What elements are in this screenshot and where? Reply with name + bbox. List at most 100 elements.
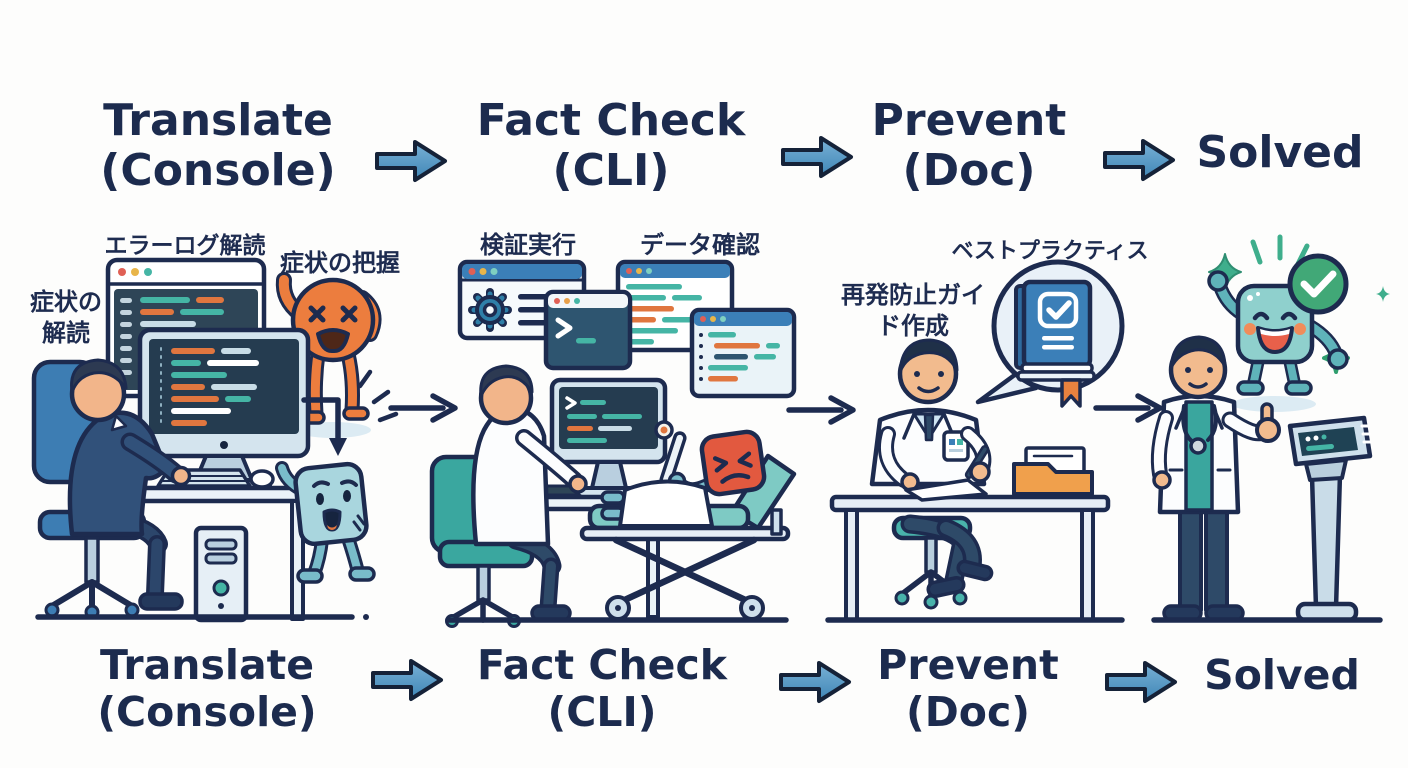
label-line: 症状の [30, 288, 102, 316]
pained-eyes [308, 305, 358, 323]
mid-arrow-icon [783, 392, 863, 428]
emphasis-dashes [357, 369, 399, 423]
mid-arrow-icon [1090, 390, 1170, 426]
checkmark-icon [1300, 270, 1337, 298]
step-label-line1: Prevent [871, 95, 1067, 146]
step-label-line1: Fact Check [476, 95, 746, 146]
developer [67, 358, 192, 611]
step-label-line2: (Doc) [902, 145, 1036, 197]
check-badge-icon [1287, 253, 1349, 315]
folder-icon [1012, 462, 1094, 496]
flow-arrow-icon [776, 658, 854, 706]
panel-translate-scene [0, 222, 420, 640]
step-label-line1: Fact Check [476, 641, 728, 689]
hair [479, 364, 534, 398]
kiosk-buttons [1360, 424, 1372, 444]
step-prevent-top: Prevent (Doc) [824, 95, 1114, 197]
stethoscope-icon [1181, 404, 1218, 455]
label-symptom-decode: 症状の 解読 [20, 287, 112, 348]
flow-arrow-icon [1100, 136, 1178, 184]
doctor-writing [869, 338, 994, 599]
label-data-check: データ確認 [640, 231, 760, 259]
code-lines [699, 332, 780, 382]
mouse [249, 469, 275, 489]
flow-arrow-icon [368, 656, 446, 704]
step-label-line2: (CLI) [552, 145, 670, 197]
crack-lines [352, 514, 366, 532]
hand [568, 474, 588, 494]
paper [904, 478, 988, 502]
hand [1207, 270, 1229, 292]
step-solved-bottom: Solved [1157, 652, 1407, 699]
necktie [923, 413, 935, 442]
label-verify-run: 検証実行 [480, 231, 576, 259]
open-mouth [322, 508, 342, 532]
doctor-standing [1150, 335, 1281, 622]
patient-chip-character [600, 420, 767, 528]
happy-chip-character [1207, 270, 1349, 412]
window-dot [144, 268, 152, 276]
window-dot [118, 268, 126, 276]
window-dot [131, 268, 139, 276]
panel-factcheck-scene [420, 222, 810, 640]
flow-arrow-icon [1102, 658, 1180, 706]
kiosk-stand [1287, 415, 1373, 623]
foot [600, 490, 626, 505]
flow-arrow-icon [778, 133, 856, 181]
worried-brows [312, 479, 358, 488]
step-label-line2: (CLI) [547, 687, 657, 736]
error-blob-character [275, 272, 382, 438]
step-factcheck-top: Fact Check (CLI) [461, 95, 761, 197]
step-translate-bottom: Translate (Console) [67, 642, 347, 735]
sparkle-icon [1376, 286, 1390, 302]
thermometer [654, 420, 687, 487]
step-label-line1: Translate [103, 95, 333, 146]
hand [1327, 348, 1349, 370]
blanket [618, 479, 714, 528]
step-label-line2: (Console) [100, 145, 336, 197]
pc-tower [193, 525, 249, 623]
hand [1152, 470, 1172, 490]
label-line: 解読 [42, 318, 90, 347]
mid-arrow-icon [385, 390, 465, 426]
step-factcheck-bottom: Fact Check (CLI) [452, 642, 752, 735]
thumbs-up [1255, 402, 1281, 443]
step-label-line1: Translate [99, 641, 315, 689]
smile [917, 386, 940, 394]
speech-bubble [975, 259, 1125, 408]
flow-arrow-icon [372, 137, 450, 185]
gear-icon [468, 288, 512, 332]
main-monitor [137, 327, 311, 492]
hair [898, 338, 959, 374]
checkmark-icon [1046, 300, 1072, 320]
step-translate-top: Translate (Console) [78, 95, 358, 197]
gurney-legs [612, 536, 758, 608]
wailing-mouth [316, 328, 350, 354]
chip-character-worried [275, 461, 376, 584]
bookmark-ribbon [1060, 378, 1082, 408]
hand [170, 465, 192, 487]
step-label-line1: Prevent [877, 641, 1059, 689]
panel-prevent-scene [810, 222, 1140, 640]
scrub-shirt [1184, 400, 1214, 512]
label-symptom-grasp: 症状の把握 [280, 249, 400, 277]
step-label-line1: Solved [1204, 651, 1360, 699]
label-error-log: エラーログ解読 [104, 233, 266, 259]
hair [1169, 335, 1227, 370]
guide-book-icon [1014, 279, 1096, 408]
terminal-window [543, 289, 633, 371]
desk [829, 446, 1111, 622]
doctor-at-desk [471, 364, 588, 622]
terminal-prompt-icon [555, 317, 596, 344]
hand [969, 461, 991, 483]
step-label-line2: (Console) [97, 687, 317, 736]
collar [110, 414, 128, 432]
step-prevent-bottom: Prevent (Doc) [818, 642, 1118, 735]
label-best-practice: ベストプラクティス [951, 239, 1149, 264]
step-solved-top: Solved [1155, 127, 1405, 178]
label-line: 再発防止ガイ [841, 281, 985, 309]
step-label-line1: Solved [1196, 127, 1364, 178]
frown [720, 473, 751, 484]
code-window [689, 307, 797, 399]
